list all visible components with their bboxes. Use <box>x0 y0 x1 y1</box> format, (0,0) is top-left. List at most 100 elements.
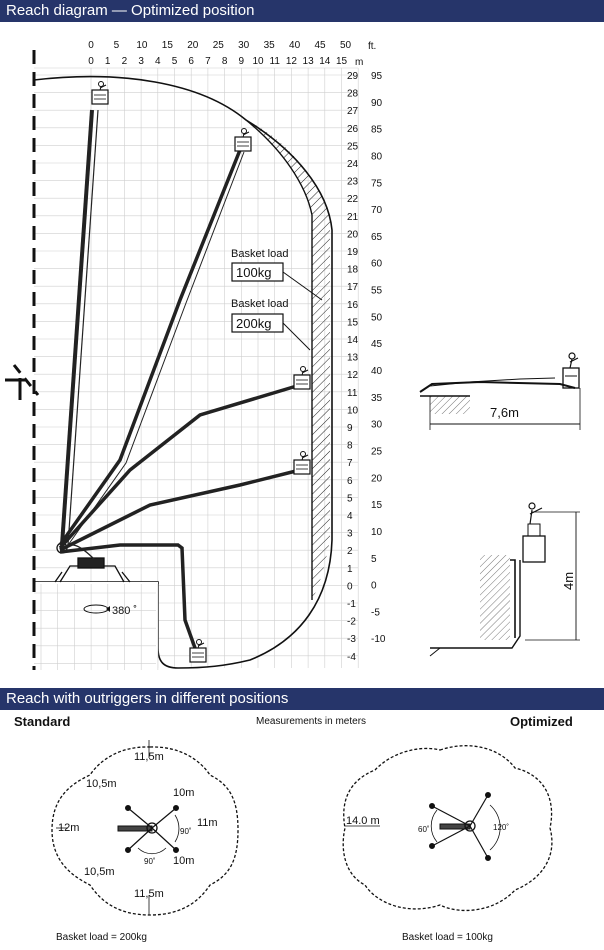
scale-m-tick: 5 <box>172 56 178 67</box>
basket-icon <box>234 128 252 152</box>
height-ft-tick: 80 <box>371 151 383 162</box>
height-m-tick: 17 <box>347 282 359 293</box>
height-m-tick: 19 <box>347 247 359 258</box>
scale-m-tick: 6 <box>188 56 194 67</box>
basket-load-value-1: 100kg <box>236 265 271 280</box>
optimized-basket-load: Basket load = 100kg <box>402 932 493 943</box>
scale-m-tick: 1 <box>105 56 111 67</box>
leader-line-1 <box>282 271 323 301</box>
standard-title: Standard <box>14 714 70 729</box>
height-ft-tick: 90 <box>371 98 383 109</box>
height-m-tick: -1 <box>347 599 356 610</box>
standard-right-label: 11m <box>197 817 218 829</box>
scale-m-tick: 2 <box>122 56 128 67</box>
height-m-tick: 14 <box>347 335 359 346</box>
height-ft-tick: -10 <box>371 634 386 645</box>
height-m-tick: 4 <box>347 511 353 522</box>
scale-m-tick: 13 <box>303 56 315 67</box>
platform-grid <box>34 584 159 670</box>
standard-machine <box>56 740 180 915</box>
optimized-angle-right: 120˚ <box>493 823 509 832</box>
basket-icon <box>91 81 109 105</box>
side-view-vertical <box>429 502 580 657</box>
scale-m-tick: 10 <box>252 56 264 67</box>
height-ft-tick: 5 <box>371 554 377 565</box>
scale-ft-tick: 30 <box>238 40 250 51</box>
scale-ft-tick: 25 <box>213 40 225 51</box>
scale-ft-tick: 20 <box>187 40 199 51</box>
height-m-tick: 6 <box>347 476 353 487</box>
scale-ft-tick: 15 <box>162 40 174 51</box>
header-banner: Reach diagram — Optimized position <box>0 0 604 22</box>
height-m-tick: 24 <box>347 159 359 170</box>
height-m-tick: -2 <box>347 617 356 628</box>
scale-m-tick: 9 <box>239 56 245 67</box>
height-m-tick: 26 <box>347 124 359 135</box>
scale-m-tick: 14 <box>319 56 331 67</box>
scale-ft-tick: 35 <box>264 40 276 51</box>
scale-m-tick: 8 <box>222 56 228 67</box>
height-scale-m: 2928272625242322212019181716151413121110… <box>347 71 359 663</box>
basket-icon <box>293 451 311 475</box>
section-title: Reach with outriggers in different posit… <box>6 690 289 707</box>
height-m-tick: 15 <box>347 317 359 328</box>
side-view-horizontal <box>419 352 581 430</box>
reach-envelope-inner <box>245 119 313 600</box>
height-ft-tick: 0 <box>371 581 377 592</box>
height-m-tick: 1 <box>347 564 353 575</box>
height-m-tick: 0 <box>347 581 353 592</box>
standard-basket-load: Basket load = 200kg <box>56 932 147 943</box>
height-ft-tick: 85 <box>371 125 383 136</box>
page-title: Reach diagram — Optimized position <box>6 2 255 19</box>
scale-m-tick: 4 <box>155 56 161 67</box>
leader-line-2 <box>282 322 311 351</box>
basket-icon <box>293 366 311 390</box>
scale-ft-tick: 45 <box>314 40 326 51</box>
height-ft-tick: 50 <box>371 312 383 323</box>
height-ft-tick: 15 <box>371 500 383 511</box>
height-ft-tick: 10 <box>371 527 383 538</box>
height-ft-tick: 55 <box>371 286 383 297</box>
height-m-tick: 12 <box>347 370 359 381</box>
height-m-tick: 13 <box>347 353 359 364</box>
rotation-arrow-icon <box>106 606 110 612</box>
height-ft-tick: 75 <box>371 178 383 189</box>
scale-ft-tick: 10 <box>136 40 148 51</box>
basket-load-label-2: Basket load <box>231 298 288 310</box>
scale-m-tick: 15 <box>336 56 348 67</box>
height-ft-tick: 30 <box>371 420 383 431</box>
standard-lower-left-label: 10,5m <box>84 866 115 878</box>
height-ft-tick: 25 <box>371 446 383 457</box>
height-scale-ft: 95908580757065605550454035302520151050-5… <box>371 71 386 645</box>
reach-grid <box>34 67 359 668</box>
scale-ft-tick: 0 <box>88 40 94 51</box>
measurements-note: Measurements in meters <box>256 716 366 727</box>
standard-angle-2: 90˚ <box>144 857 156 866</box>
height-ft-tick: 20 <box>371 473 383 484</box>
optimized-machine <box>345 792 501 861</box>
basket-icon <box>189 639 207 663</box>
height-ft-tick: 60 <box>371 259 383 270</box>
height-ft-tick: 35 <box>371 393 383 404</box>
height-m-tick: 8 <box>347 441 353 452</box>
scale-ft-tick: 40 <box>289 40 301 51</box>
height-m-tick: 3 <box>347 529 353 540</box>
scale-ft-tick: 5 <box>114 40 120 51</box>
height-ft-tick: 65 <box>371 232 383 243</box>
scale-m-tick: 7 <box>205 56 211 67</box>
horizontal-reach-label: 7,6m <box>490 405 519 420</box>
section-banner: Reach with outriggers in different posit… <box>0 688 604 710</box>
standard-top-label: 11,5m <box>134 751 164 763</box>
height-m-tick: 22 <box>347 194 359 205</box>
height-m-tick: 29 <box>347 71 359 82</box>
height-m-tick: 9 <box>347 423 353 434</box>
basket-load-label-1: Basket load <box>231 248 288 260</box>
height-m-tick: 23 <box>347 177 359 188</box>
height-m-tick: 5 <box>347 493 353 504</box>
scale-m-tick: 11 <box>270 56 281 67</box>
baskets <box>91 81 311 663</box>
height-ft-tick: 95 <box>371 71 383 82</box>
standard-angle-1: 90˚ <box>180 827 192 836</box>
